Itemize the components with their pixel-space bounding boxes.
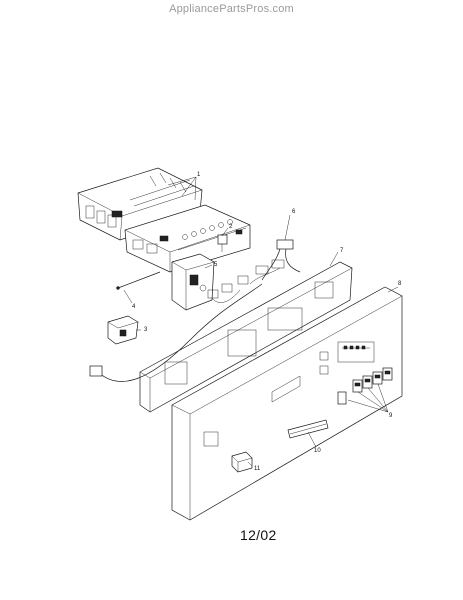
switch-part-3	[107, 315, 139, 345]
button-set-part-9	[337, 367, 393, 405]
label-part-7: 7	[340, 248, 344, 254]
leader-lines	[123, 176, 399, 467]
label-part-8: 8	[398, 281, 402, 287]
handle-part-10	[287, 419, 329, 439]
label-part-9: 9	[389, 413, 393, 419]
control-board-assembly	[77, 167, 251, 273]
label-part-6: 6	[292, 209, 296, 215]
label-part-1: 1	[197, 172, 201, 178]
front-console-panel	[171, 286, 403, 521]
bracket-part-5	[171, 253, 215, 311]
part-number-labels: 1 2 3 4 5 6 7 8 9 10 11	[132, 172, 402, 472]
label-part-2: 2	[229, 224, 233, 230]
label-part-10: 10	[314, 448, 321, 454]
label-part-3: 3	[144, 327, 148, 333]
label-part-5: 5	[214, 262, 218, 268]
rod-part-4	[116, 271, 161, 290]
watermark: AppliancePartsPros.com	[169, 3, 294, 15]
rear-panel-part-7	[89, 259, 353, 413]
revision-date-code: 12/02	[240, 527, 277, 543]
label-part-11: 11	[254, 466, 261, 472]
knob-part-11	[231, 451, 253, 473]
label-part-4: 4	[132, 304, 136, 310]
